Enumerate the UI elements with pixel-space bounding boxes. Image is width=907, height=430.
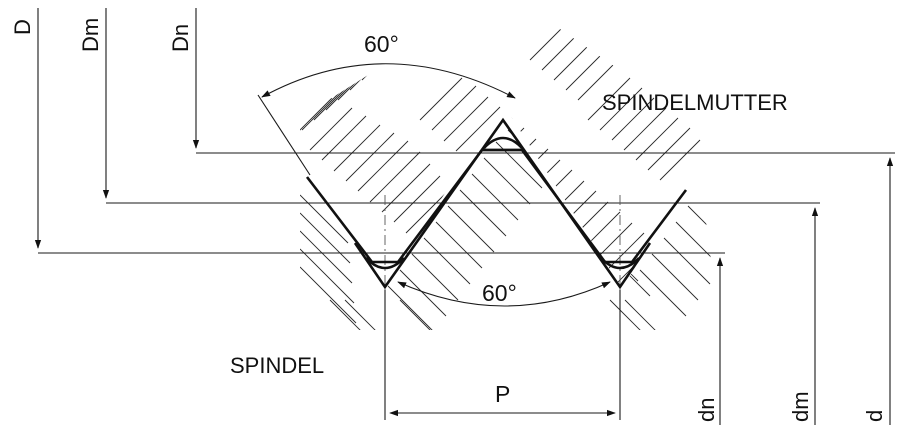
label-pitch: P [495,381,510,407]
label-d: d [862,410,887,422]
label-angle-top: 60° [364,31,399,57]
angle-top-arc [261,63,516,99]
label-dm: dm [788,391,813,422]
label-Dm: Dm [78,18,103,52]
angle-bottom-arc [397,281,611,307]
nut-profile-line [305,148,688,264]
nut-hatching [300,0,701,285]
root-arc-right [600,257,640,270]
angle-top-leg-left [257,94,311,176]
label-D: D [10,19,35,35]
label-nut: SPINDELMUTTER [602,90,788,115]
nut-hatch-band [300,0,701,285]
label-spindle: SPINDEL [230,353,324,378]
spindle-hatching [300,129,720,330]
root-arc-left [365,257,405,270]
label-dn: dn [694,398,719,422]
spindle-profile-line [353,117,652,290]
label-Dn: Dn [168,24,193,52]
crest-arc-top [483,136,523,149]
label-angle-bottom: 60° [482,280,517,306]
